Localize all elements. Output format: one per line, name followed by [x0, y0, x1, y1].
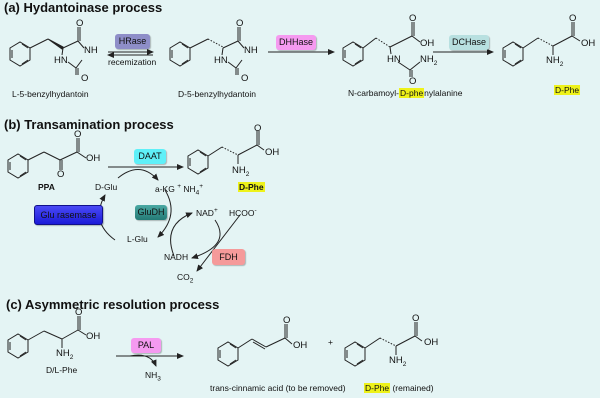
compound-d-phe-b: D-Phe — [238, 182, 265, 192]
species-nad-plus: NAD+ — [196, 207, 218, 218]
highlight-d-phe: D-phe — [399, 88, 425, 98]
atom-nh2: NH2 — [546, 55, 564, 68]
atom-label: O — [569, 13, 577, 24]
benzene-ring — [342, 41, 364, 67]
atom-label: OH — [581, 38, 596, 49]
atom-label: NH — [244, 45, 258, 56]
benzene-ring — [187, 149, 209, 175]
atom-label: O — [283, 315, 291, 326]
atom-label: HN — [214, 55, 228, 66]
section-b-title: (b) Transamination process — [4, 117, 174, 132]
enzyme-badge-glu-rasemase: Glu rasemase — [34, 205, 103, 225]
compound-n-carbamoyl-d-phenylalanine: N-carbamoyl-D-phenylalanine — [348, 88, 463, 98]
atom-label: O — [236, 18, 244, 29]
atom-label: O — [74, 129, 82, 140]
species-formate: HCOO- — [229, 207, 257, 218]
species-nadh: NADH — [164, 252, 189, 262]
atom-label: OH — [420, 38, 435, 49]
enzyme-badge-gludh: GluDH — [135, 205, 167, 220]
compound-d-phe-a: D-Phe — [554, 85, 581, 95]
atom-label: OH — [86, 153, 101, 164]
ppa-structure — [7, 138, 87, 179]
atom-label: HN — [387, 54, 401, 65]
enzyme-badge-pal: PAL — [131, 338, 161, 353]
atom-label: O — [57, 169, 65, 180]
compound-d-5-benzylhydantoin: D-5-benzylhydantoin — [178, 89, 256, 99]
atom-label: O — [409, 76, 417, 87]
d-phe-structure-b — [187, 131, 265, 175]
enzyme-badge-daat: DAAT — [134, 149, 166, 164]
dl-phe-structure — [7, 316, 87, 359]
atom-nh2: NH2 — [389, 355, 407, 368]
compound-d-phe-remained: D-Phe (remained) — [364, 383, 434, 393]
atom-nh2: NH2 — [232, 165, 250, 178]
benzene-ring — [217, 341, 239, 367]
trans-cinnamic-acid-structure — [217, 324, 293, 367]
benzene-ring — [502, 41, 524, 67]
plus-sign: + — [328, 337, 333, 347]
atom-label: HN — [54, 55, 68, 66]
atom-label: OH — [86, 331, 101, 342]
enzyme-badge-dchase: DCHase — [449, 35, 489, 50]
species-l-glu: L-Glu — [127, 234, 148, 244]
atom-nh2: NH2 — [56, 348, 74, 361]
atom-label: OH — [293, 340, 308, 351]
compound-trans-cinnamic-acid: trans-cinnamic acid (to be removed) — [210, 383, 346, 393]
reaction-arrows-a — [107, 49, 494, 58]
d-phe-structure-c — [344, 322, 423, 367]
diagram-canvas: (a) Hydantoinase process (b) Transaminat… — [0, 0, 600, 398]
atom-label: OH — [424, 337, 439, 348]
atom-label: O — [412, 313, 420, 324]
cycle-arrows-b — [98, 164, 241, 272]
recemization-note: recemization — [108, 57, 157, 67]
species-d-glu: D-Glu — [95, 182, 118, 192]
d-phe-structure-a — [502, 22, 581, 67]
byproduct-nh3: NH3 — [145, 370, 161, 383]
section-a-title: (a) Hydantoinase process — [4, 0, 163, 15]
highlight-d-phe: D-Phe — [364, 383, 391, 393]
atom-label: O — [81, 73, 89, 84]
benzene-ring — [7, 153, 29, 179]
benzene-ring — [344, 341, 366, 367]
benzene-ring — [169, 41, 191, 67]
atom-label: OH — [265, 147, 280, 158]
atom-label: O — [76, 18, 84, 29]
atom-label: NH — [84, 45, 98, 56]
atom-label: O — [241, 73, 249, 84]
enzyme-badge-fdh: FDH — [212, 249, 245, 265]
benzene-ring — [7, 333, 29, 359]
compound-dl-phe: D/L-Phe — [46, 365, 78, 375]
compound-l-5-benzylhydantoin: L-5-benzylhydantoin — [12, 89, 89, 99]
section-c-title: (c) Asymmetric resolution process — [6, 297, 220, 312]
atom-label: O — [254, 123, 262, 134]
atom-nh2: NH2 — [420, 54, 438, 67]
l-5-benzylhydantoin-structure — [9, 27, 85, 75]
d-5-benzylhydantoin-structure — [169, 27, 245, 75]
compound-ppa: PPA — [38, 182, 55, 192]
benzene-ring — [9, 41, 31, 67]
pal-arrow — [116, 353, 184, 367]
species-co2: CO2 — [177, 272, 194, 285]
atom-label: O — [409, 13, 417, 24]
species-akg-nh4: a-KG + NH4+ — [155, 183, 204, 197]
enzyme-badge-dhhase: DHHase — [276, 35, 316, 50]
enzyme-badge-hrase: HRase — [115, 34, 150, 49]
structure-drawings — [7, 22, 581, 367]
n-carbamoyl-d-phenylalanine-structure — [342, 22, 421, 77]
atom-label: O — [75, 307, 83, 318]
